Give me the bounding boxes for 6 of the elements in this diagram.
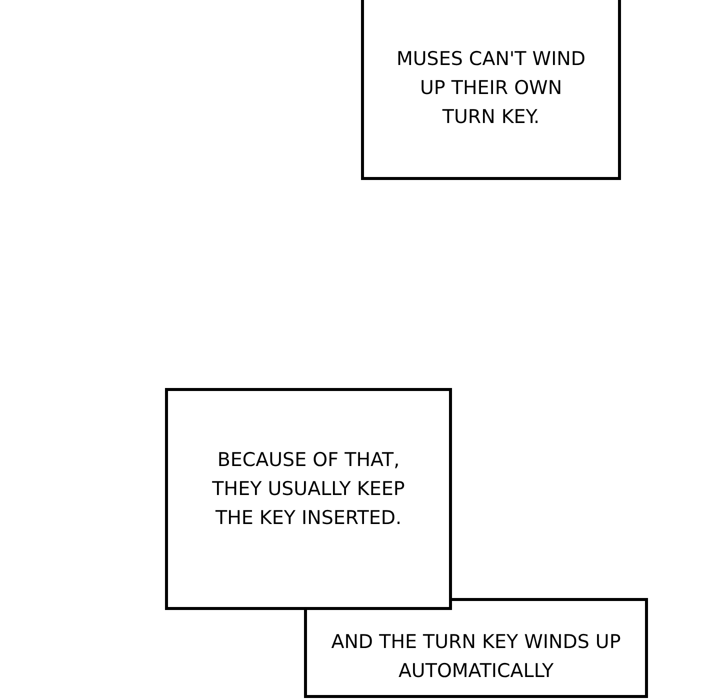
caption-box (361, 0, 621, 180)
caption-text: AND THE TURN KEY WINDS UP AUTOMATICALLY (330, 630, 622, 684)
caption-text: BECAUSE OF THAT, THEY USUALLY KEEP THE KEY INSERTED. (211, 448, 406, 530)
caption-box (304, 598, 648, 698)
caption-box (165, 388, 452, 610)
caption-text: MUSES CAN'T WIND UP THEIR OWN TURN KEY. (396, 46, 586, 130)
